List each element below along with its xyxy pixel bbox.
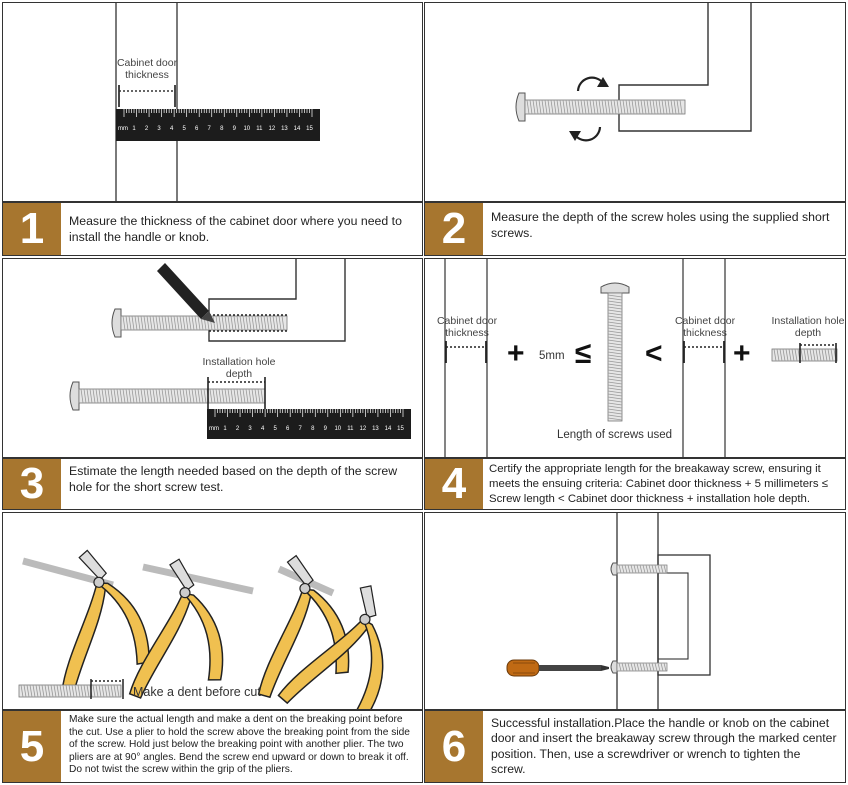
handle-icon <box>506 513 711 709</box>
ruler-unit: mm <box>209 426 219 432</box>
ruler-tick-label: 12 <box>269 126 276 132</box>
step-5-illustration: Make a dent before cut <box>2 512 423 710</box>
pliers-icon <box>18 549 384 709</box>
cabinet-door-thickness-label-left: Cabinet door thickness <box>436 315 498 339</box>
step-4-number: 4 <box>425 459 483 509</box>
plus-sign-1: + <box>507 337 525 370</box>
step-2-caption: 2 Measure the depth of the screw holes u… <box>424 202 846 256</box>
step-3-text: Estimate the length needed based on the … <box>69 464 398 494</box>
ruler-tick-label: 7 <box>208 126 212 132</box>
ruler-tick-label: 2 <box>236 426 240 432</box>
rotate-arrows-icon <box>569 76 609 142</box>
ruler-tick-label: 5 <box>182 126 186 132</box>
ruler-tick-label: 8 <box>311 426 315 432</box>
ruler-tick-label: 7 <box>299 426 303 432</box>
make-dent-label: Make a dent before cut <box>133 685 261 699</box>
step-2-text: Measure the depth of the screw holes usi… <box>491 210 830 240</box>
pencil-icon <box>157 263 215 323</box>
cabinet-door-thickness-label-right: Cabinet door thickness <box>674 315 736 339</box>
step-5-caption: 5 Make sure the actual length and make a… <box>2 710 423 783</box>
step-1-caption: 1 Measure the thickness of the cabinet d… <box>2 202 423 256</box>
ruler-tick-label: 3 <box>157 126 161 132</box>
step-2-illustration <box>424 2 846 202</box>
step-3-number: 3 <box>3 459 61 509</box>
ruler-tick-label: 6 <box>195 126 199 132</box>
ruler-tick-label: 15 <box>397 426 404 432</box>
step-1-text: Measure the thickness of the cabinet doo… <box>69 214 402 244</box>
ruler-tick-label: 11 <box>347 426 354 432</box>
ruler-tick-label: 13 <box>281 126 288 132</box>
ruler-tick-label: 9 <box>324 426 328 432</box>
step-6-illustration <box>424 512 846 710</box>
ruler-tick-label: 3 <box>248 426 252 432</box>
step-1-number: 1 <box>3 203 61 255</box>
ruler-unit: mm <box>118 126 128 132</box>
step-6-text: Successful installation.Place the handle… <box>491 715 837 777</box>
cabinet-door-thickness-label: Cabinet door thickness <box>116 57 178 81</box>
length-of-screws-label: Length of screws used <box>557 429 673 441</box>
ruler-tick-label: 4 <box>170 126 174 132</box>
screw-icon <box>515 3 752 142</box>
step-4-caption: 4 Certify the appropriate length for the… <box>424 458 846 510</box>
ruler-tick-label: 11 <box>256 126 263 132</box>
step-4-text: Certify the appropriate length for the b… <box>489 462 828 505</box>
installation-hole-depth-label: Installation hole depth <box>771 315 845 339</box>
step-5-text: Make sure the actual length and make a d… <box>69 714 410 775</box>
ruler-tick-label: 14 <box>294 126 301 132</box>
ruler-tick-label: 2 <box>145 126 149 132</box>
ruler-tick-label: 15 <box>306 126 313 132</box>
step-2-number: 2 <box>425 203 483 255</box>
ruler-tick-label: 12 <box>360 426 367 432</box>
plus-sign-2: + <box>733 337 751 370</box>
ruler-tick-label: 10 <box>334 426 341 432</box>
step-3-caption: 3 Estimate the length needed based on th… <box>2 458 423 510</box>
five-mm-label: 5mm <box>539 350 565 362</box>
step-6-number: 6 <box>425 711 483 782</box>
installation-hole-depth-label: Installation hole depth <box>202 356 276 380</box>
less-than-sign: < <box>645 337 663 370</box>
screwdriver-icon <box>506 659 609 677</box>
step-4-illustration: Cabinet door thickness Cabinet door thic… <box>424 258 846 458</box>
ruler-tick-label: 1 <box>132 126 136 132</box>
ruler-tick-label: 8 <box>220 126 224 132</box>
ruler-tick-label: 13 <box>372 426 379 432</box>
screw-icon <box>444 259 838 457</box>
ruler-tick-label: 5 <box>273 426 277 432</box>
ruler-tick-label: 6 <box>286 426 290 432</box>
ruler-tick-label: 1 <box>223 426 227 432</box>
ruler-tick-label: 4 <box>261 426 265 432</box>
ruler-tick-label: 9 <box>233 126 237 132</box>
step-5-number: 5 <box>3 711 61 782</box>
ruler-tick-label: 14 <box>385 426 392 432</box>
step-6-caption: 6 Successful installation.Place the hand… <box>424 710 846 783</box>
ruler-tick-label: 10 <box>243 126 250 132</box>
less-equal-sign: ≤ <box>575 337 592 370</box>
